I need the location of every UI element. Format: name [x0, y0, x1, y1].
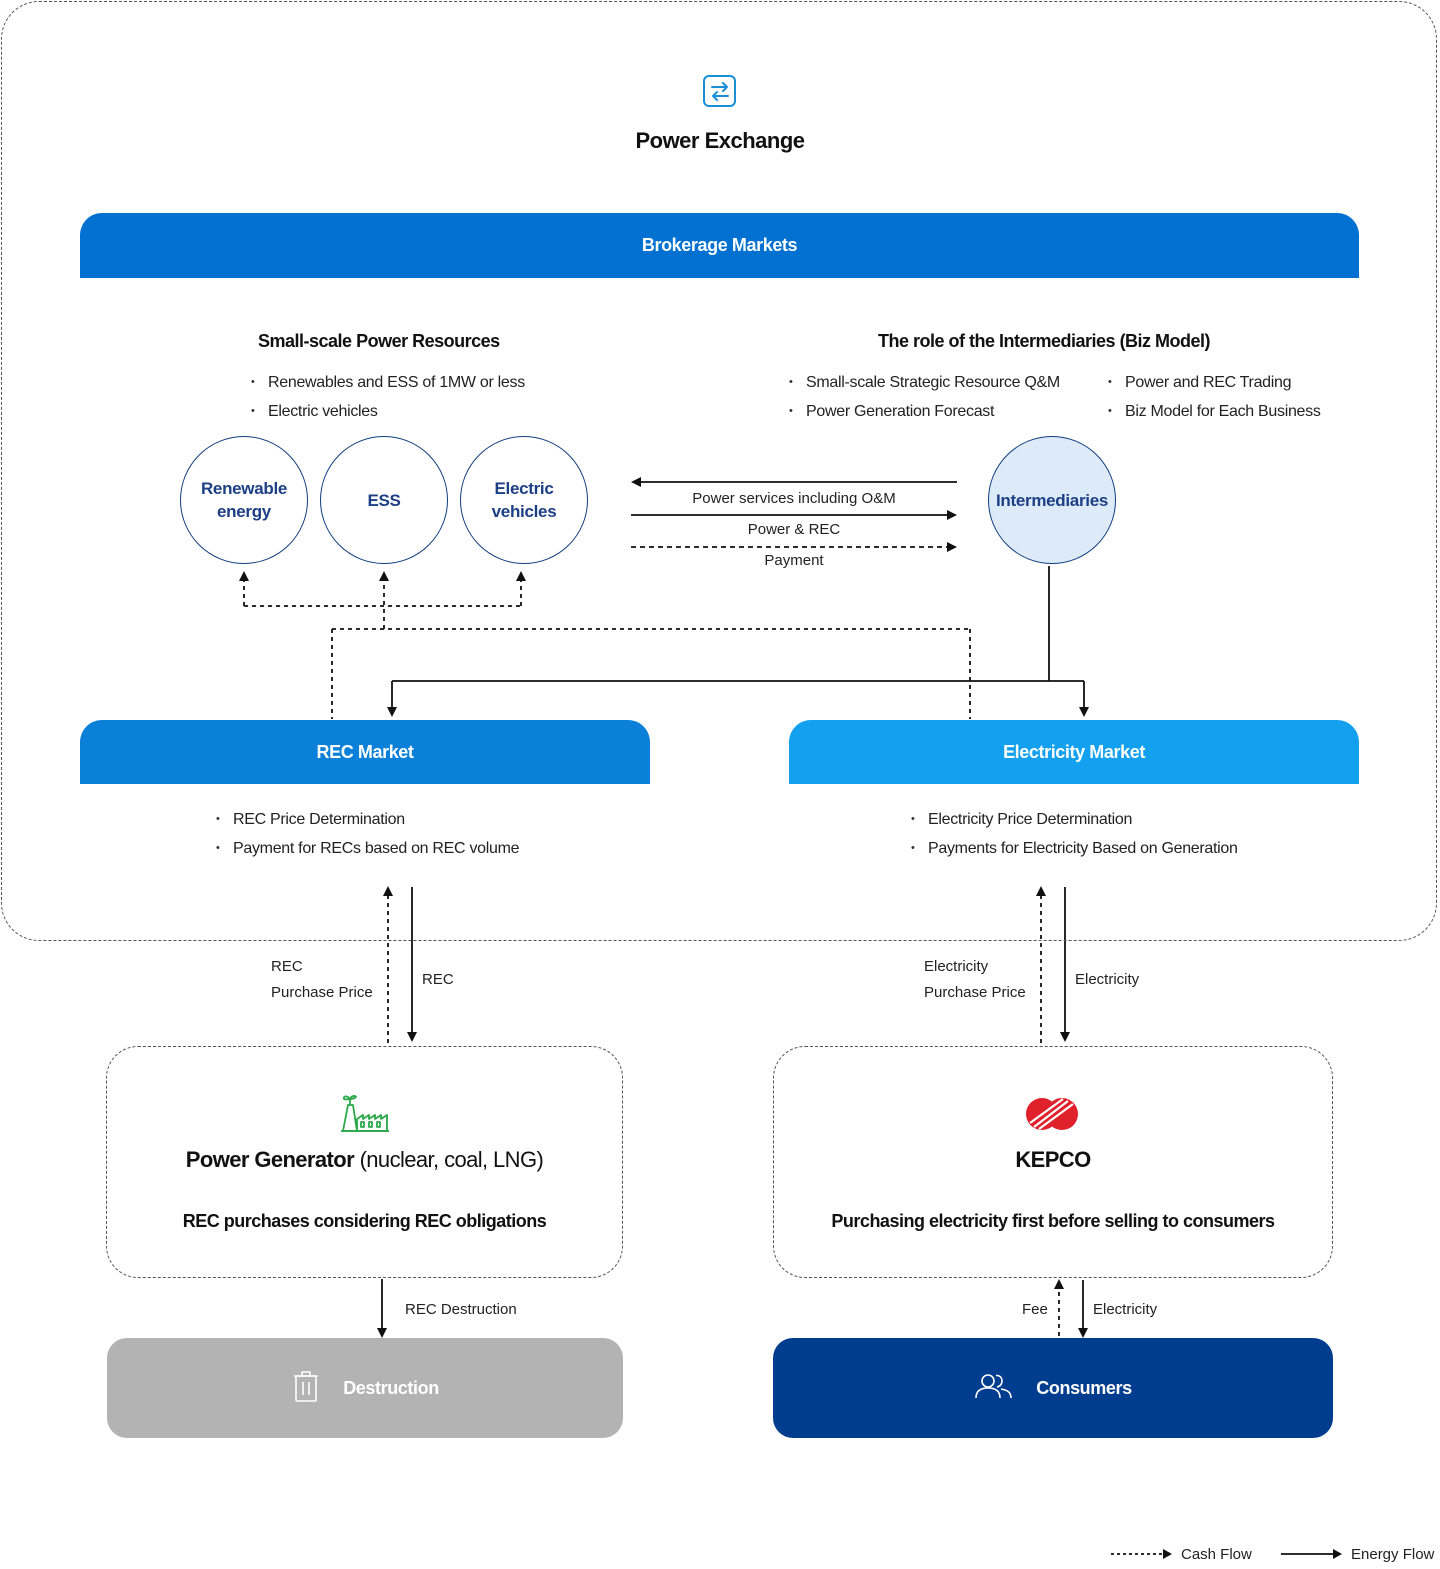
- node-label: ESS: [367, 490, 401, 510]
- legend-cash-flow: Cash Flow: [1110, 1543, 1252, 1565]
- energy-flow-to-markets: [387, 566, 1089, 717]
- cash-flow-to-resources: [239, 571, 971, 719]
- power-generator-card: [106, 1046, 623, 1278]
- node-label: Renewable energy: [200, 479, 288, 521]
- legend-cash-label: Cash Flow: [1181, 1545, 1252, 1563]
- rec-market-bullets: REC Price Determination Payment for RECs…: [216, 805, 520, 863]
- destruction-box: Destruction: [107, 1338, 623, 1438]
- small-scale-heading: Small-scale Power Resources: [258, 331, 500, 351]
- list-item: Electric vehicles: [251, 397, 525, 426]
- elec-price-label-2: Purchase Price: [924, 984, 1026, 1001]
- kepco-card: [773, 1046, 1333, 1278]
- intermediaries-bullets-left: Small-scale Strategic Resource Q&M Power…: [789, 368, 1060, 426]
- small-scale-bullets: Renewables and ESS of 1MW or less Electr…: [251, 368, 525, 426]
- electricity-market-bullets: Electricity Price Determination Payments…: [911, 805, 1238, 863]
- power-rec-label: Power & REC: [747, 521, 841, 538]
- list-item: Renewables and ESS of 1MW or less: [251, 368, 525, 397]
- electricity-market-bar: Electricity Market: [789, 720, 1359, 784]
- elec-flow-label: Electricity: [1075, 971, 1140, 988]
- consumers-label: Consumers: [1036, 1377, 1132, 1398]
- page-title: Power Exchange: [635, 128, 805, 153]
- rec-price-label-2: Purchase Price: [271, 984, 373, 1001]
- solid-arrow-icon: [1281, 1549, 1342, 1559]
- intermediaries-heading: The role of the Intermediaries (Biz Mode…: [878, 331, 1211, 351]
- intermediaries-node: Intermediaries: [988, 436, 1116, 564]
- users-icon: [974, 1372, 1014, 1405]
- kepco-title: KEPCO: [1015, 1147, 1091, 1172]
- kepco-subtitle: Purchasing electricity first before sell…: [831, 1211, 1275, 1231]
- consumers-box: Consumers: [773, 1338, 1333, 1438]
- brokerage-markets-bar: Brokerage Markets: [80, 213, 1359, 278]
- electric-vehicles-node: Electric vehicles: [460, 436, 588, 564]
- list-item: Power Generation Forecast: [789, 397, 1060, 426]
- generator-title-bold: Power Generator: [185, 1147, 355, 1172]
- node-label: Intermediaries: [995, 490, 1109, 510]
- generator-title: Power Generator (nuclear, coal, LNG): [106, 1147, 623, 1173]
- payment-label: Payment: [764, 552, 824, 569]
- exchange-arrows-icon: [700, 72, 740, 112]
- destruction-label: Destruction: [343, 1377, 439, 1398]
- elec-price-label-1: Electricity: [924, 958, 989, 975]
- node-label: Electric vehicles: [491, 479, 557, 521]
- list-item: Small-scale Strategic Resource Q&M: [789, 368, 1060, 397]
- dashed-arrow-icon: [1111, 1549, 1172, 1559]
- renewable-energy-node: Renewable energy: [180, 436, 308, 564]
- fee-label: Fee: [1022, 1301, 1048, 1318]
- list-item: Payments for Electricity Based on Genera…: [911, 834, 1238, 863]
- list-item: REC Price Determination: [216, 805, 519, 834]
- rec-price-label-1: REC: [271, 958, 303, 975]
- list-item: Power and REC Trading: [1108, 368, 1321, 397]
- power-exchange-frame: [1, 1, 1437, 941]
- ess-node: ESS: [320, 436, 448, 564]
- list-item: Biz Model for Each Business: [1108, 397, 1321, 426]
- list-item: Electricity Price Determination: [911, 805, 1238, 834]
- services-label: Power services including O&M: [692, 490, 896, 507]
- generator-subtitle: REC purchases considering REC obligation…: [182, 1211, 547, 1231]
- rec-market-bar: REC Market: [80, 720, 650, 784]
- generator-title-rest: (nuclear, coal, LNG): [354, 1147, 544, 1172]
- power-plant-icon: [340, 1093, 390, 1133]
- legend-energy-label: Energy Flow: [1351, 1545, 1435, 1563]
- destruction-flow-label: REC Destruction: [405, 1301, 517, 1318]
- kepco-logo-icon: [1024, 1095, 1080, 1133]
- consumer-elec-label: Electricity: [1093, 1301, 1158, 1318]
- trash-icon: [291, 1369, 321, 1408]
- list-item: Payment for RECs based on REC volume: [216, 834, 520, 863]
- legend-energy-flow: Energy Flow: [1280, 1543, 1434, 1565]
- intermediaries-bullets-right: Power and REC Trading Biz Model for Each…: [1108, 368, 1321, 426]
- rec-flow-label: REC: [422, 971, 454, 988]
